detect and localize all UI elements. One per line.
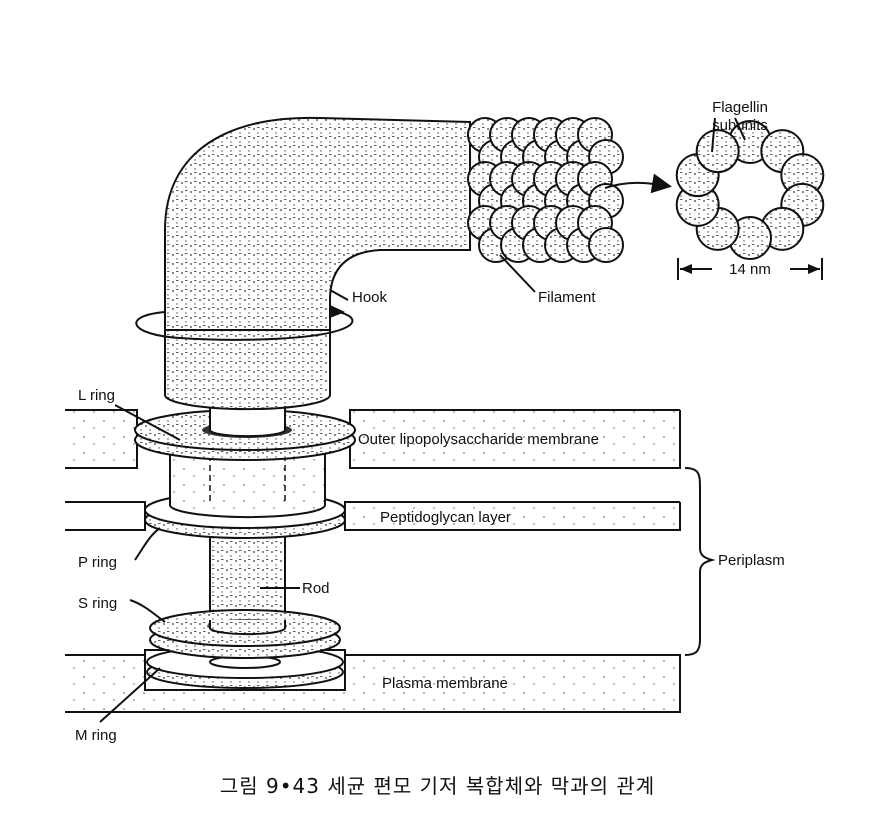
filament-cross-section <box>675 120 825 260</box>
peptidoglycan-layer <box>65 501 681 531</box>
figure-caption: 그림 9•43 세균 편모 기저 복합체와 막과의 관계 <box>219 774 656 798</box>
label-hook: Hook <box>352 289 388 306</box>
label-m-ring: M ring <box>75 727 117 744</box>
label-p-ring: P ring <box>78 554 117 571</box>
label-outer-membrane: Outer lipopolysaccharide membrane <box>358 431 599 448</box>
label-filament: Filament <box>538 289 596 306</box>
label-rod: Rod <box>302 580 330 597</box>
outer-membrane <box>65 409 681 469</box>
filament <box>467 117 624 263</box>
label-s-ring: S ring <box>78 595 117 612</box>
label-scale: 14 nm <box>729 261 771 278</box>
label-l-ring: L ring <box>78 387 115 404</box>
hook <box>164 116 471 331</box>
scale-bar <box>677 258 823 280</box>
label-flagellin: Flagellin <box>712 99 768 116</box>
filament-subunit <box>588 227 624 263</box>
s-ring <box>149 609 341 659</box>
label-periplasm: Periplasm <box>718 552 785 569</box>
leader-lines <box>99 254 716 723</box>
filament-arrow <box>604 173 672 194</box>
flagellin-pointer <box>711 117 746 153</box>
flagellin-subunit <box>695 129 740 174</box>
rotation-arrow <box>135 305 354 341</box>
label-subunits: subunits <box>712 117 768 134</box>
label-peptidoglycan: Peptidoglycan layer <box>380 509 511 526</box>
label-plasma-membrane: Plasma membrane <box>382 675 508 692</box>
